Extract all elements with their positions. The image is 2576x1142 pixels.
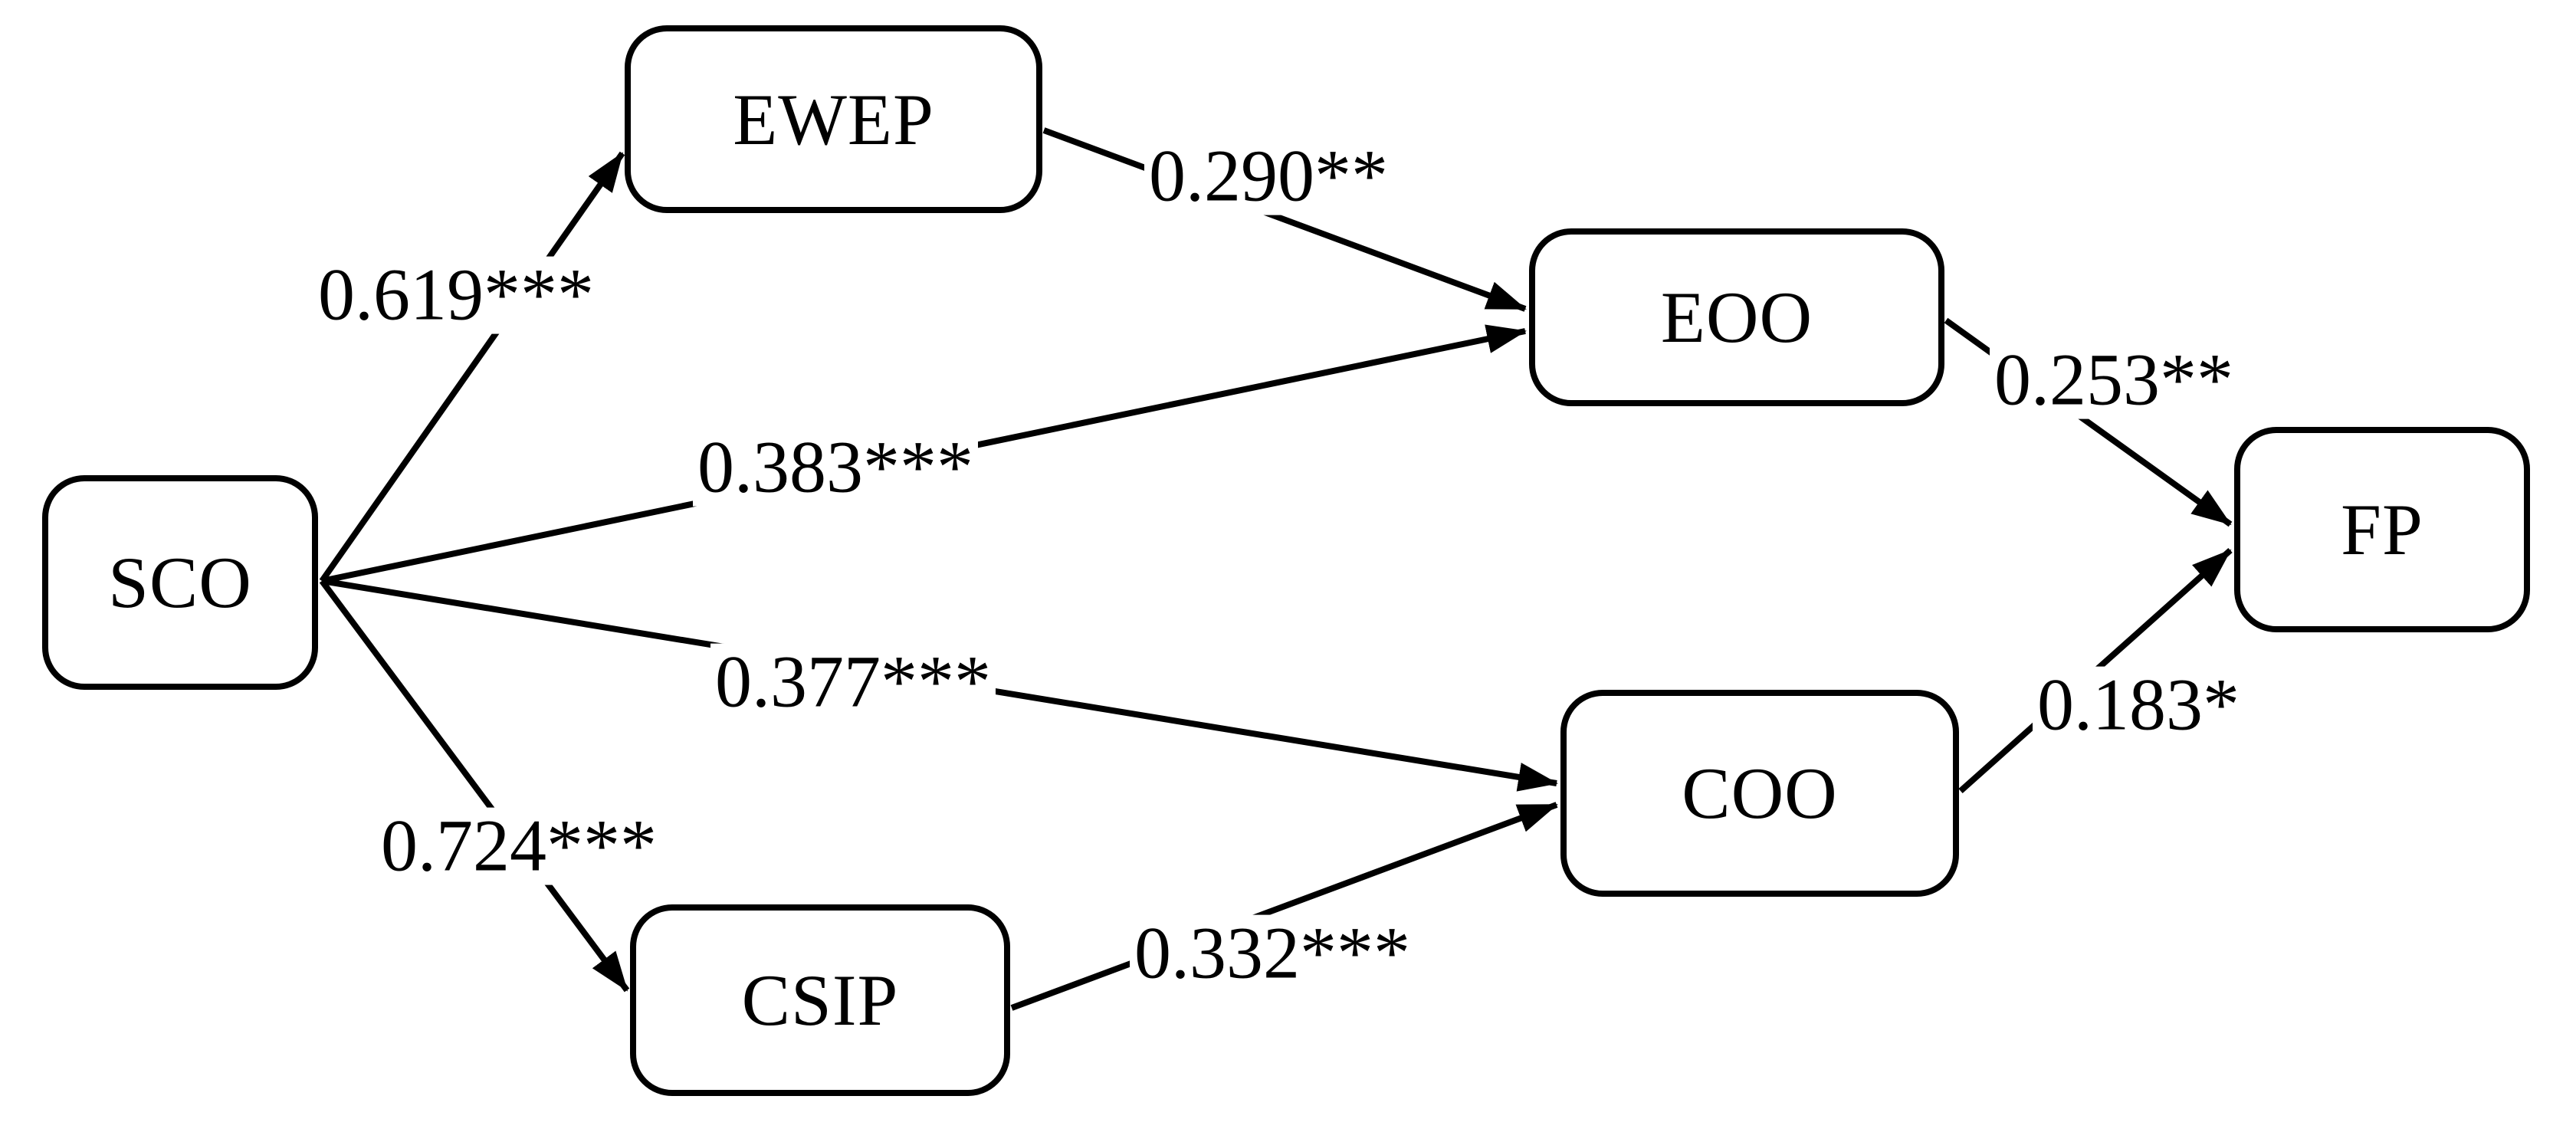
edge-label-sco-ewep: 0.619***	[313, 256, 599, 334]
edge-sco-ewep	[319, 151, 625, 583]
edge-label-sco-eoo: 0.383***	[693, 428, 978, 507]
node-fp: FP	[2234, 427, 2530, 632]
edge-label-ewep-eoo: 0.290**	[1144, 137, 1393, 215]
node-eoo: EOO	[1529, 228, 1944, 406]
node-ewep: EWEP	[625, 25, 1042, 213]
edge-label-sco-csip: 0.724***	[376, 807, 661, 885]
edge-label-eoo-fp: 0.253**	[1990, 341, 2238, 419]
edge-label-csip-coo: 0.332***	[1130, 914, 1415, 993]
node-coo: COO	[1560, 690, 1959, 897]
edge-ewep-eoo	[1042, 127, 1527, 312]
edge-label-sco-coo: 0.377***	[710, 643, 996, 721]
edge-csip-coo	[1010, 802, 1558, 1011]
edge-label-coo-fp: 0.183*	[2033, 666, 2244, 744]
node-csip: CSIP	[630, 904, 1010, 1096]
node-sco: SCO	[42, 475, 318, 690]
edge-sco-csip	[319, 579, 630, 993]
